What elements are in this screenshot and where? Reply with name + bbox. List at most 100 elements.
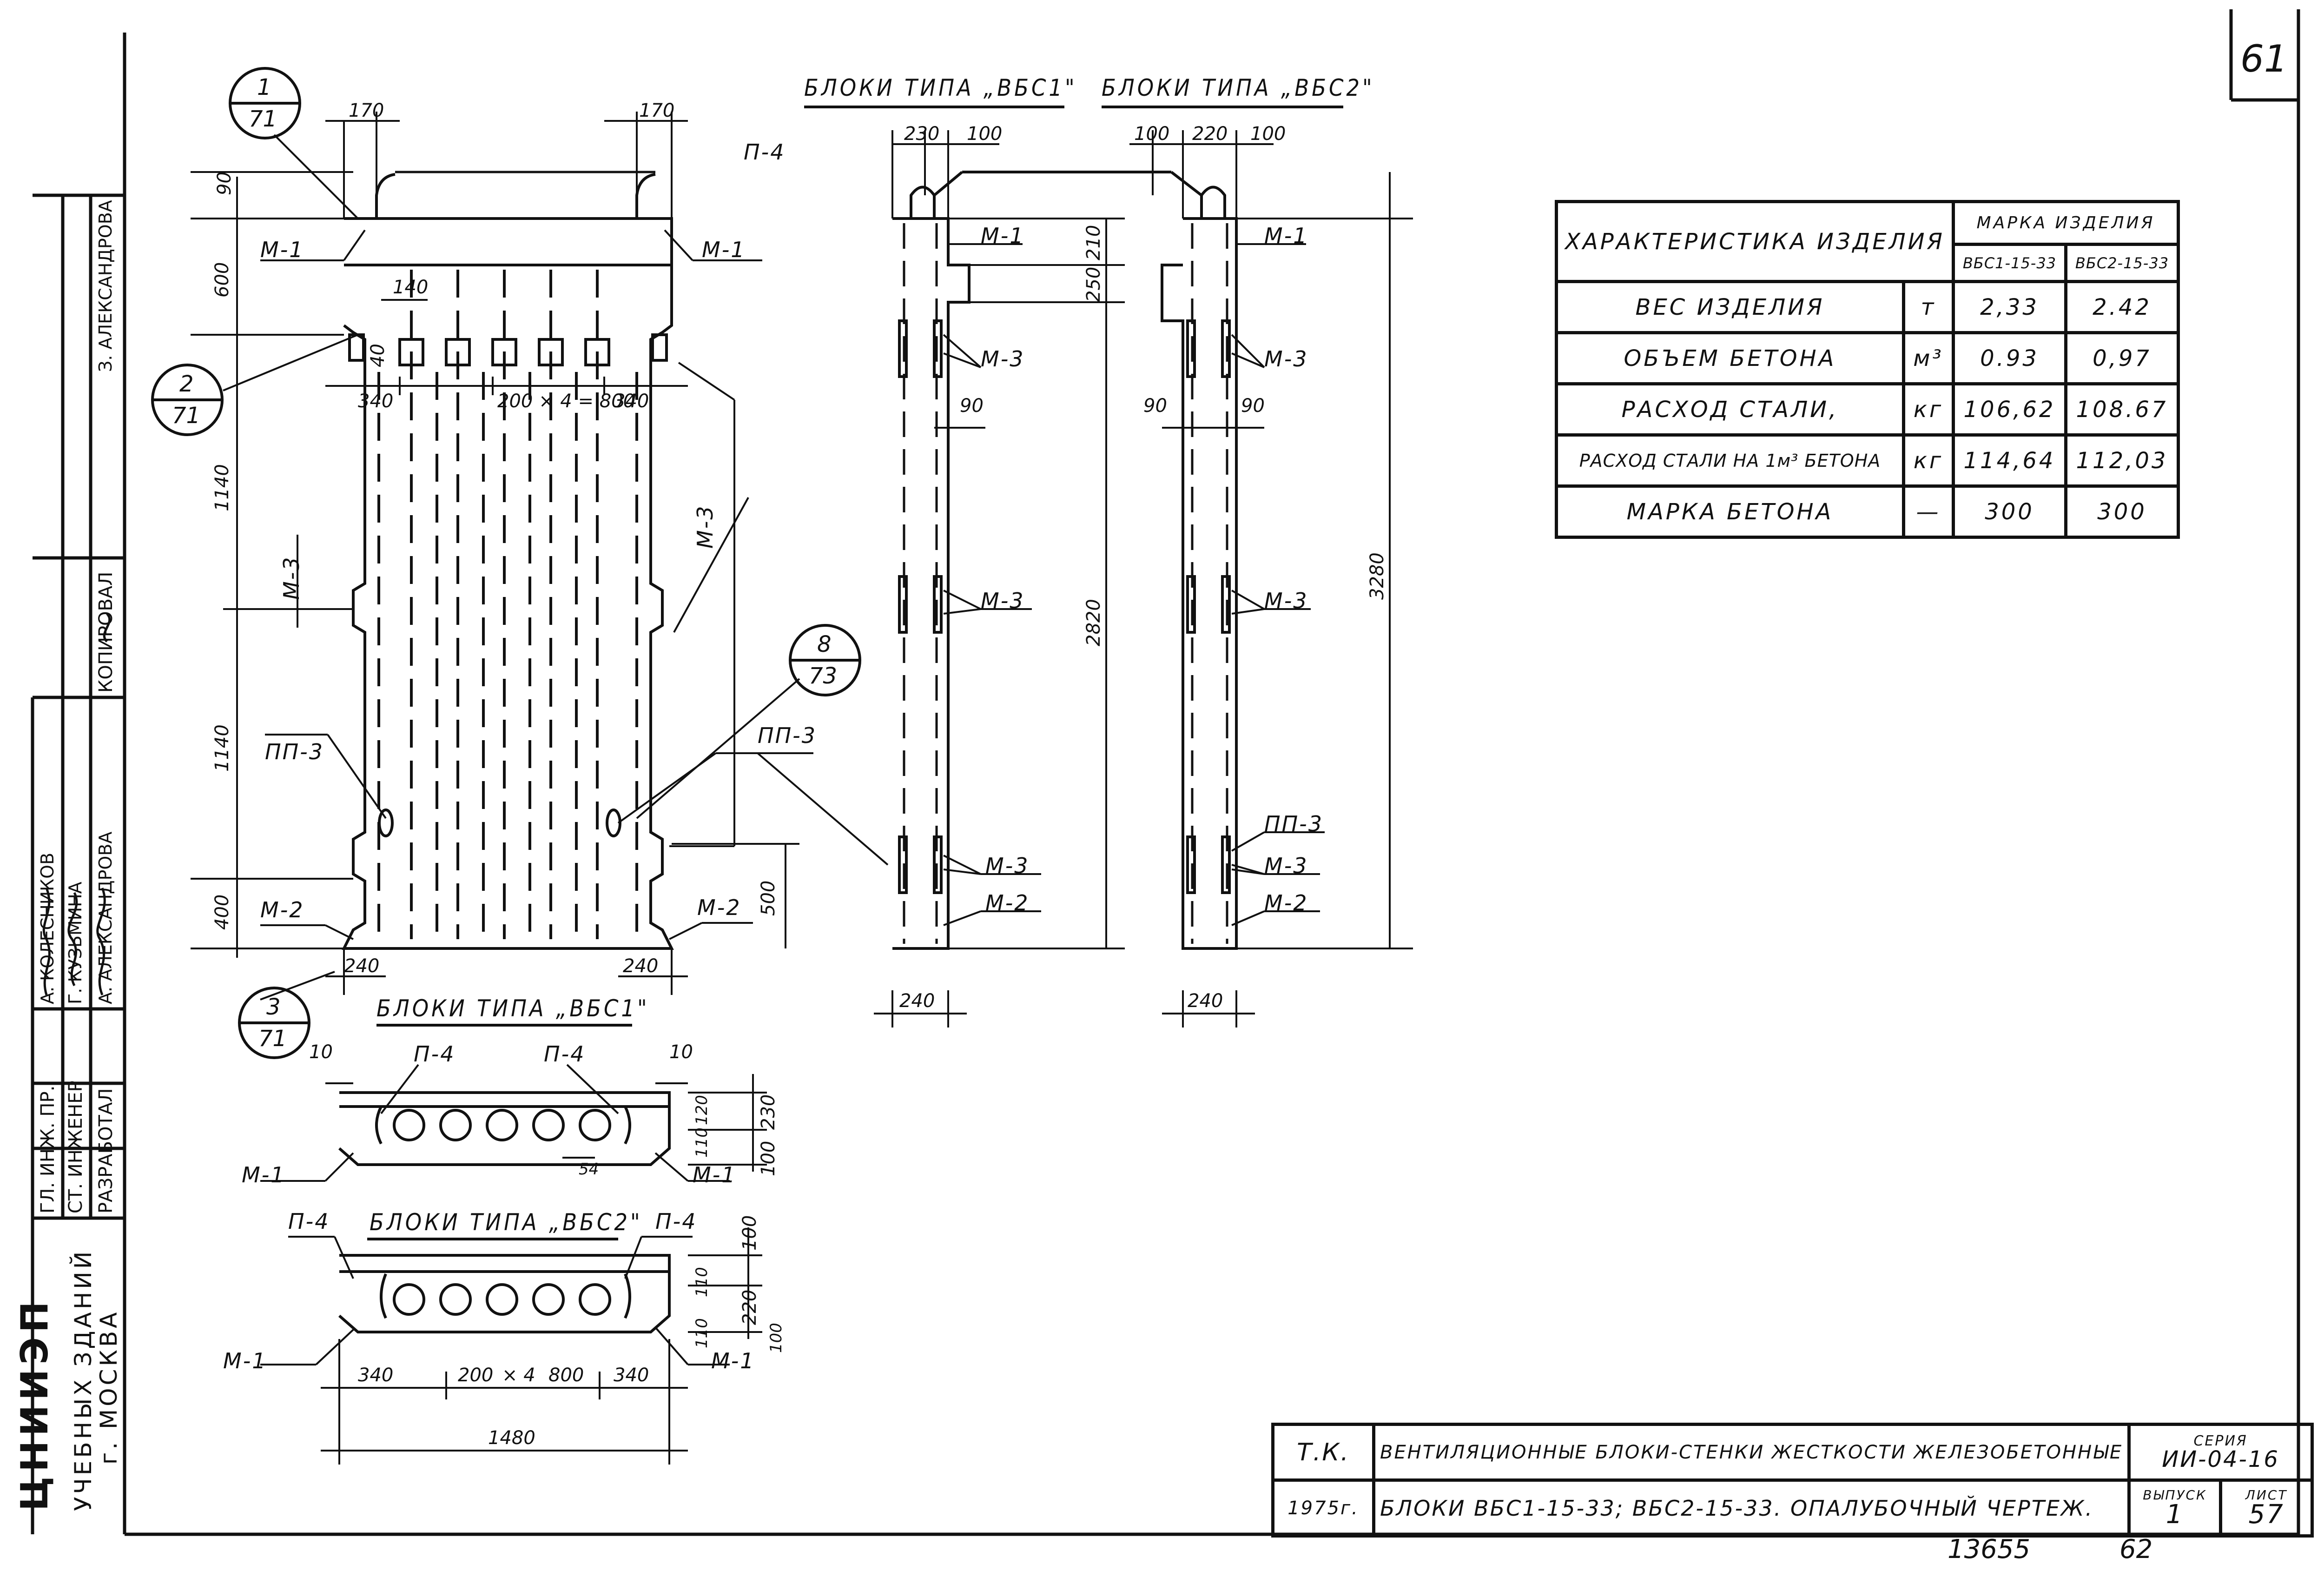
label-pp3-right: ПП-3: [758, 723, 817, 748]
row-volume-v1: 0.93: [1952, 331, 2067, 385]
dim-side2-240: 240: [1188, 990, 1223, 1012]
label-plan1-m1-right: М-1: [693, 1162, 737, 1187]
row-steel-per-m3-unit: кг: [1902, 433, 1955, 488]
year-label: 1975г.: [1271, 1478, 1375, 1538]
label-m2-right: М-2: [697, 895, 741, 920]
dim-side2-90-right: 90: [1241, 395, 1265, 417]
title-line-1: ВЕНТИЛЯЦИОННЫЕ БЛОКИ-СТЕНКИ ЖЕСТКОСТИ ЖЕ…: [1372, 1423, 2131, 1482]
callout-3-top: 3: [266, 994, 281, 1020]
sheet-value: 57: [2248, 1499, 2284, 1530]
signatures: [42, 613, 111, 995]
row-steel-per-m3-name: РАСХОД СТАЛИ НА 1м³ БЕТОНА: [1555, 433, 1905, 488]
dim-140: 140: [393, 277, 429, 298]
label-side1-m3-b: М-3: [981, 588, 1025, 613]
dim-200x4: 200 × 4 = 800: [497, 391, 635, 412]
issue-value: 1: [2166, 1499, 2184, 1530]
page-number: 61: [2240, 37, 2288, 80]
label-plan1-m1-left: М-1: [242, 1162, 286, 1187]
row-weight-name: ВЕС ИЗДЕЛИЯ: [1555, 280, 1905, 334]
callout-3-bottom: 71: [258, 1026, 287, 1052]
dim-side1-90: 90: [960, 395, 984, 417]
row-steel-v1: 106,62: [1952, 382, 2067, 437]
dim-170-right: 170: [639, 100, 675, 121]
title-plan-vbs2: БЛОКИ ТИПА „ВБС2": [370, 1209, 643, 1236]
row-volume-name: ОБЪЕМ БЕТОНА: [1555, 331, 1905, 385]
label-side2-m3-b: М-3: [1264, 588, 1308, 613]
dim-side1-100: 100: [967, 123, 1003, 145]
dim-40: 40: [367, 344, 389, 367]
title-front-vbs1: БЛОКИ ТИПА „ВБС1": [804, 74, 1077, 101]
label-side1-m3-c: М-3: [985, 853, 1030, 878]
series-cell: СЕРИЯ ИИ-04-16: [2127, 1423, 2314, 1482]
callout-8-bottom: 73: [809, 663, 838, 689]
dim-side2-3280: 3280: [1367, 552, 1388, 600]
row-volume-unit: м³: [1902, 331, 1955, 385]
label-side2-pp3: ПП-3: [1264, 811, 1324, 836]
sheet-label: ЛИСТ: [2245, 1487, 2288, 1503]
row-steel-name: РАСХОД СТАЛИ,: [1555, 382, 1905, 437]
side-role-3: РАЗРАБОТАЛ: [95, 1088, 117, 1213]
row-grade-v1: 300: [1952, 484, 2067, 539]
label-side2-m2: М-2: [1264, 890, 1308, 915]
title-line-2: БЛОКИ ВБС1-15-33; ВБС2-15-33. ОПАЛУБОЧНЫ…: [1372, 1478, 2131, 1538]
properties-table: ХАРАКТЕРИСТИКА ИЗДЕЛИЯ МАРКА ИЗДЕЛИЯ ВБС…: [1555, 200, 2180, 539]
dim-400: 400: [211, 894, 233, 930]
dim-side1-2820: 2820: [1083, 599, 1104, 646]
dim-side1-250: 250: [1083, 266, 1104, 302]
row-weight-v1: 2,33: [1952, 280, 2067, 334]
callout-2-top: 2: [179, 371, 194, 397]
dim-1140-bottom: 1140: [211, 724, 233, 772]
label-m3-left: М-3: [279, 556, 304, 600]
dim-plan2-220: 220: [739, 1289, 760, 1325]
dim-plan2-800: 800: [548, 1365, 584, 1386]
dim-340-right: 340: [614, 391, 649, 412]
header-mark: МАРКА ИЗДЕЛИЯ: [1952, 200, 2180, 246]
row-grade-v2: 300: [2064, 484, 2180, 539]
row-steel-v2: 108.67: [2064, 382, 2180, 437]
dim-240-right: 240: [623, 955, 659, 977]
side-org-2: УЧЕБНЫХ ЗДАНИЙ: [70, 1248, 97, 1511]
dim-side2-100-left: 100: [1134, 123, 1170, 145]
label-m3-right: М-3: [693, 504, 718, 549]
label-plan2-n4-right: П-4: [655, 1209, 697, 1234]
row-grade-name: МАРКА БЕТОНА: [1555, 484, 1905, 539]
dim-plan1-230: 230: [758, 1094, 779, 1130]
tk-label: Т.К.: [1271, 1423, 1375, 1482]
mark-2: ВБС2-15-33: [2064, 243, 2180, 283]
label-side2-m3-a: М-3: [1264, 346, 1308, 371]
dim-plan2-100-bottom: 100: [767, 1323, 786, 1353]
row-steel-per-m3-v1: 114,64: [1952, 433, 2067, 488]
series-label: СЕРИЯ: [2193, 1432, 2248, 1449]
series-value: ИИ-04-16: [2162, 1446, 2279, 1472]
dim-240-left: 240: [344, 955, 380, 977]
title-plan-vbs1: БЛОКИ ТИПА „ВБС1": [376, 995, 650, 1022]
dim-plan2-340-right: 340: [614, 1365, 649, 1386]
dim-plan1-54: 54: [579, 1160, 599, 1179]
row-steel-unit: кг: [1902, 382, 1955, 437]
callout-8-top: 8: [817, 631, 832, 657]
dim-340-left: 340: [358, 391, 394, 412]
dim-side2-220: 220: [1192, 123, 1228, 145]
dim-plan2-1480: 1480: [488, 1427, 535, 1449]
label-side1-m2: М-2: [985, 890, 1030, 915]
label-side2-m3-c: М-3: [1264, 853, 1308, 878]
dim-side1-210: 210: [1083, 225, 1104, 260]
bottom-number-right: 62: [2119, 1534, 2153, 1564]
side-role-1: ГЛ. ИНЖ. ПР.: [37, 1085, 59, 1213]
dim-90: 90: [214, 172, 235, 195]
dim-side1-240: 240: [899, 990, 935, 1012]
callout-2-bottom: 71: [172, 403, 201, 429]
dim-plan2-x4: × 4: [502, 1365, 535, 1386]
issue-label: ВЫПУСК: [2143, 1487, 2207, 1503]
label-m1-right: М-1: [702, 237, 746, 262]
label-side1-m1: М-1: [981, 223, 1025, 248]
label-plan1-n4-left: П-4: [414, 1041, 456, 1067]
dim-170-left: 170: [349, 100, 384, 121]
dim-plan1-10-left: 10: [309, 1041, 333, 1063]
dim-plan2-100-top: 100: [739, 1215, 760, 1251]
dim-plan2-340-left: 340: [358, 1365, 394, 1386]
dim-plan2-110-a: 110: [693, 1267, 711, 1297]
side-org-1: ЦНИИЭП: [13, 1297, 56, 1511]
label-pp3-left: ПП-3: [265, 739, 324, 764]
